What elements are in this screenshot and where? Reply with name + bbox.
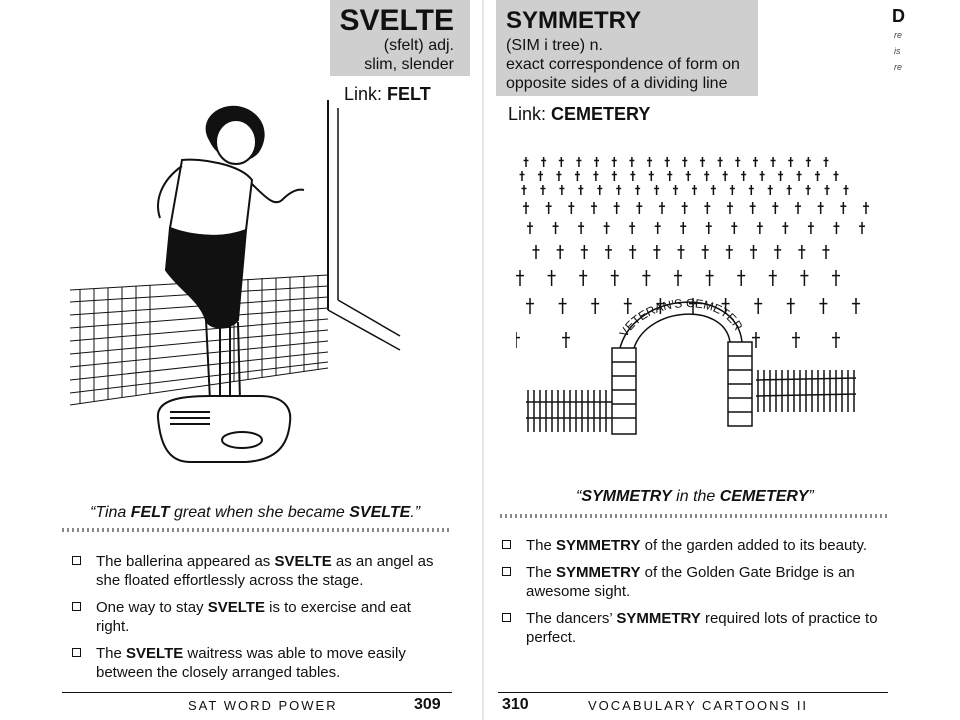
example-word: SVELTE [207,599,265,616]
caption-open-quote: “ [576,488,582,505]
example-word: SVELTE [126,645,184,662]
caption-middle: in the [671,488,720,505]
checkbox-bullet-icon [72,556,81,565]
checkbox-bullet-icon [72,602,81,611]
caption-word: SVELTE [349,504,411,521]
example-item: The SVELTE waitress was able to move eas… [72,644,442,682]
definition-line-2: opposite sides of a dividing line [506,75,728,92]
example-text: The ballerina appeared as [96,553,275,570]
caption-word: SYMMETRY [581,488,672,505]
page-number: 310 [502,696,529,713]
example-text: The dancers’ [526,610,617,627]
page-gutter [482,0,484,720]
caption-before: “Tina [90,504,131,521]
cartoon-caption: “Tina FELT great when she became SVELTE.… [90,504,420,522]
caption-link-word: CEMETERY [719,488,809,505]
example-item: The dancers’ SYMMETRY required lots of p… [502,609,892,647]
divider-hatch [500,514,890,518]
link-label: Link: [344,84,383,104]
example-word: SVELTE [274,553,332,570]
example-text: of the Golden Gate Bridge is an awesome … [526,564,855,600]
caption-close-quote: ” [808,488,814,505]
pronunciation: (SIM i tree) n. [506,37,603,54]
cartoon-cemetery: VETERAN'S CEMETERY [516,150,869,435]
link-word: CEMETERY [551,104,651,124]
example-text: waitress was able to move easily between… [96,645,406,681]
headword: SVELTE [339,4,454,37]
divider-hatch [62,528,452,532]
footer-rule [498,692,888,693]
example-item: The SYMMETRY of the Golden Gate Bridge i… [502,563,892,601]
headword: SYMMETRY [506,7,642,34]
checkbox-bullet-icon [502,567,511,576]
footer-rule [62,692,452,693]
example-item: The ballerina appeared as SVELTE as an a… [72,552,442,590]
arch-sign: VETERAN'S CEMETERY [516,150,746,340]
arch-sign-text: VETERAN'S CEMETERY [516,150,746,340]
example-item: The SYMMETRY of the garden added to its … [502,536,892,555]
caption-link-word: FELT [130,504,170,521]
link-label: Link: [508,104,547,124]
example-word: SYMMETRY [556,564,641,581]
running-footer: SAT WORD POWER [188,698,338,713]
caption-middle: great when she became [169,504,350,521]
cross-grid-icon [516,157,869,348]
caption-after: .” [410,504,421,521]
next-page-edge-letter: D [892,6,905,26]
next-page-edge-text: re [894,30,903,40]
pronunciation: (sfelt) adj. [383,37,454,54]
example-sentences: The SYMMETRY of the garden added to its … [502,536,892,655]
definition: slim, slender [364,56,454,73]
link-line: Link: FELT [344,84,431,105]
cartoon-woman-on-scale [70,100,401,463]
cartoon-caption: “SYMMETRY in the CEMETERY” [576,488,814,506]
left-page: SVELTE (sfelt) adj. slim, slender Link: … [0,0,470,720]
checkbox-bullet-icon [72,648,81,657]
checkbox-bullet-icon [502,540,511,549]
example-text: required lots of practice to perfect. [526,610,878,646]
definition-box-svelte: SVELTE (sfelt) adj. slim, slender [330,0,470,76]
checkbox-bullet-icon [502,613,511,622]
next-page-edge-text: is [894,46,901,56]
example-text: The [526,537,557,554]
example-item: One way to stay SVELTE is to exercise an… [72,598,442,636]
example-text: is to exercise and eat right. [96,599,411,635]
example-text: of the garden added to its beauty. [640,537,868,554]
example-sentences: The ballerina appeared as SVELTE as an a… [72,552,442,690]
page-number: 309 [414,696,441,713]
running-footer: VOCABULARY CARTOONS II [588,698,809,713]
example-text: The [96,645,127,662]
example-text: as an angel as she floated effortlessly … [96,553,434,589]
definition-box-symmetry: SYMMETRY (SIM i tree) n. exact correspon… [496,0,758,96]
right-page: SYMMETRY (SIM i tree) n. exact correspon… [490,0,960,720]
link-word: FELT [387,84,431,104]
example-text: The [526,564,557,581]
example-word: SYMMETRY [616,610,701,627]
link-line: Link: CEMETERY [508,104,650,125]
example-text: One way to stay [96,599,208,616]
definition-line-1: exact correspondence of form on [506,56,740,73]
next-page-edge-text: re [894,62,903,72]
example-word: SYMMETRY [556,537,641,554]
